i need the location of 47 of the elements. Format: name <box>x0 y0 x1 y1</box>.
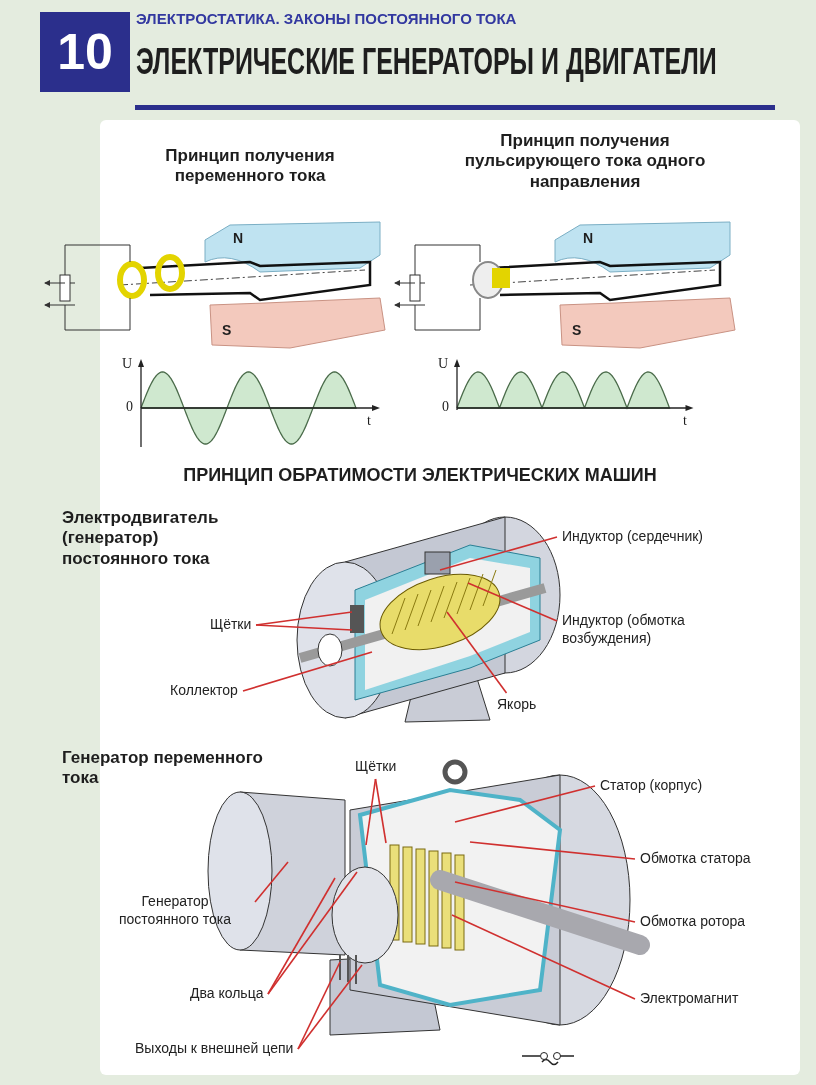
axis-label: U <box>122 356 133 373</box>
callout-label: Два кольца <box>190 985 264 1003</box>
callout-label: Генератор постоянного тока <box>100 893 250 928</box>
axis-label: 0 <box>442 399 449 416</box>
callout-label: Обмотка ротора <box>640 913 746 931</box>
axis-label: U <box>438 356 449 373</box>
callout-label: Индуктор (сердечник) <box>562 528 703 546</box>
callout-label: Статор (корпус) <box>600 777 703 795</box>
callout-label: Индуктор (обмотка возбуждения) <box>562 612 762 647</box>
callout-label: Обмотка статора <box>640 850 751 868</box>
pole-label: S <box>572 322 582 339</box>
callout-label: Щётки <box>210 616 252 634</box>
leader-line <box>454 881 636 923</box>
leader-line <box>469 841 636 860</box>
callout-label: Якорь <box>497 696 537 714</box>
pole-label: N <box>233 230 244 247</box>
leader-line <box>297 961 341 1050</box>
leader-line <box>374 778 387 844</box>
callout-label: Электромагнит <box>640 990 739 1008</box>
section-subtitle: ЭЛЕКТРОСТАТИКА. ЗАКОНЫ ПОСТОЯННОГО ТОКА <box>136 10 517 28</box>
page-number: 10 <box>40 12 130 92</box>
pole-label: N <box>583 230 594 247</box>
leader-line <box>267 877 336 995</box>
leader-line <box>467 582 558 622</box>
section-heading: Принцип получения пульсирующего тока одного направления <box>463 131 707 193</box>
leader-line <box>255 624 353 631</box>
leader-line <box>446 611 508 694</box>
pole-label: S <box>222 322 232 339</box>
leader-line <box>454 785 596 823</box>
leader-line <box>439 536 558 571</box>
callout-label: Выходы к внешней цепи <box>135 1040 294 1058</box>
callout-label: Коллектор <box>170 682 238 700</box>
leader-line <box>242 651 373 692</box>
section-heading: Принцип получения переменного тока <box>164 146 336 187</box>
leader-line <box>297 964 363 1050</box>
section-heading: Генератор переменного тока <box>62 748 264 789</box>
leader-line <box>365 778 377 846</box>
axis-label: t <box>367 413 371 430</box>
title: ЭЛЕКТРИЧЕСКИЕ ГЕНЕРАТОРЫ И ДВИГАТЕЛИ <box>136 38 717 83</box>
section-heading: ПРИНЦИП ОБРАТИМОСТИ ЭЛЕКТРИЧЕСКИХ МАШИН <box>182 465 658 487</box>
axis-label: 0 <box>126 399 133 416</box>
leader-line <box>254 861 289 903</box>
callout-label: Щётки <box>355 758 397 776</box>
axis-label: t <box>683 413 687 430</box>
section-heading: Электродвигатель (генератор) постоянного тока <box>62 508 220 570</box>
leader-line <box>451 914 636 1000</box>
leader-line <box>267 871 358 995</box>
